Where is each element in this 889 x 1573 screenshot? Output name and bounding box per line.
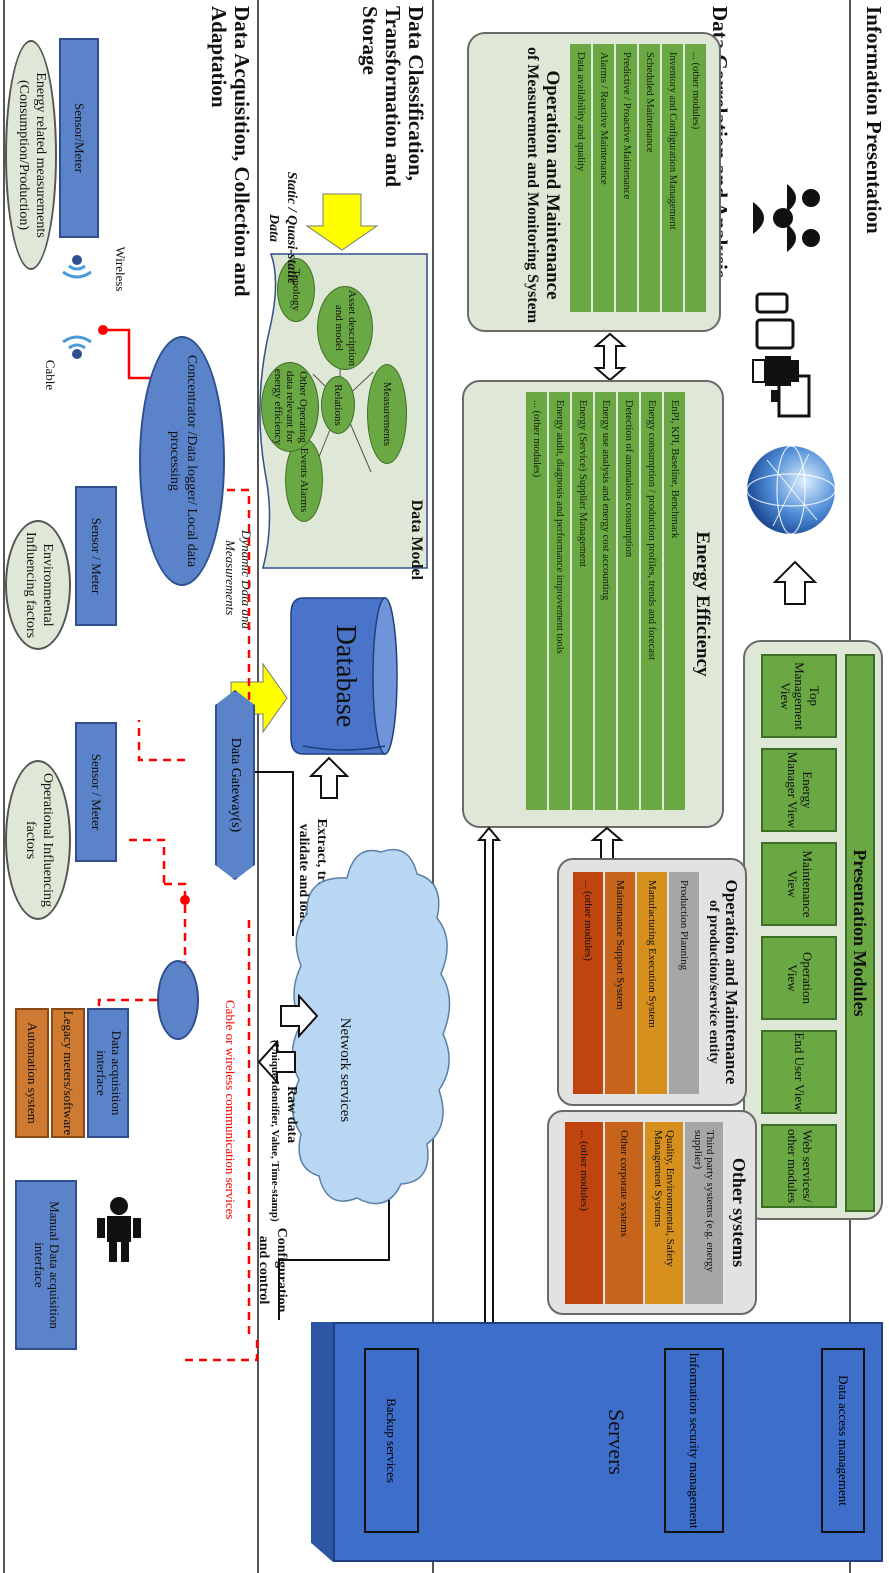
interface-node bbox=[157, 960, 199, 1040]
environmental-factors: Environmental Influencing factors bbox=[5, 520, 71, 650]
wireless-icon bbox=[62, 255, 92, 279]
legacy-meters: Legacy meters/software bbox=[51, 1008, 85, 1138]
globe-icon bbox=[746, 445, 836, 535]
static-data-arrow-icon bbox=[305, 193, 379, 251]
sensor-meter-1: Sensor/Meter bbox=[59, 38, 99, 238]
users-icon bbox=[753, 184, 820, 252]
cable-label: Cable bbox=[43, 359, 58, 391]
devices-icon bbox=[752, 292, 811, 418]
comm-services-label: Cable or wireless communication services bbox=[223, 1000, 238, 1220]
energy-measurements: Energy related measurements (Consumption… bbox=[5, 40, 57, 270]
sensor-meter-2: Sensor / Meter bbox=[75, 486, 117, 626]
config-arrow-icon bbox=[280, 994, 319, 1038]
network-cloud bbox=[291, 848, 451, 1205]
person-icon bbox=[97, 1197, 141, 1262]
wireless-receiver-icon bbox=[62, 335, 92, 359]
etl-arrow-icon bbox=[309, 756, 349, 799]
sensor-meter-3: Sensor / Meter bbox=[75, 722, 117, 862]
database-icon bbox=[290, 597, 398, 755]
concentrator: Concentrator /Data logger/ Local data pr… bbox=[139, 336, 225, 586]
manual-data-acquisition: Manual Data acquisition interface bbox=[15, 1180, 77, 1350]
data-acquisition-interface: Data acquisition interface bbox=[87, 1008, 129, 1138]
operational-factors: Operational Influencing factors bbox=[5, 760, 71, 920]
raw-data-label-1: Raw data bbox=[284, 1086, 299, 1144]
wireless-label: Wireless bbox=[113, 246, 128, 292]
raw-data-arrow-icon bbox=[257, 1040, 296, 1084]
data-gateway: Data Gateway(s) bbox=[215, 690, 255, 880]
automation-system: Automation system bbox=[15, 1008, 49, 1138]
raw-data-label-2: (Unique Identifier, Value, Time-stamp) bbox=[269, 1040, 281, 1222]
arrow-up-icon bbox=[773, 560, 817, 605]
